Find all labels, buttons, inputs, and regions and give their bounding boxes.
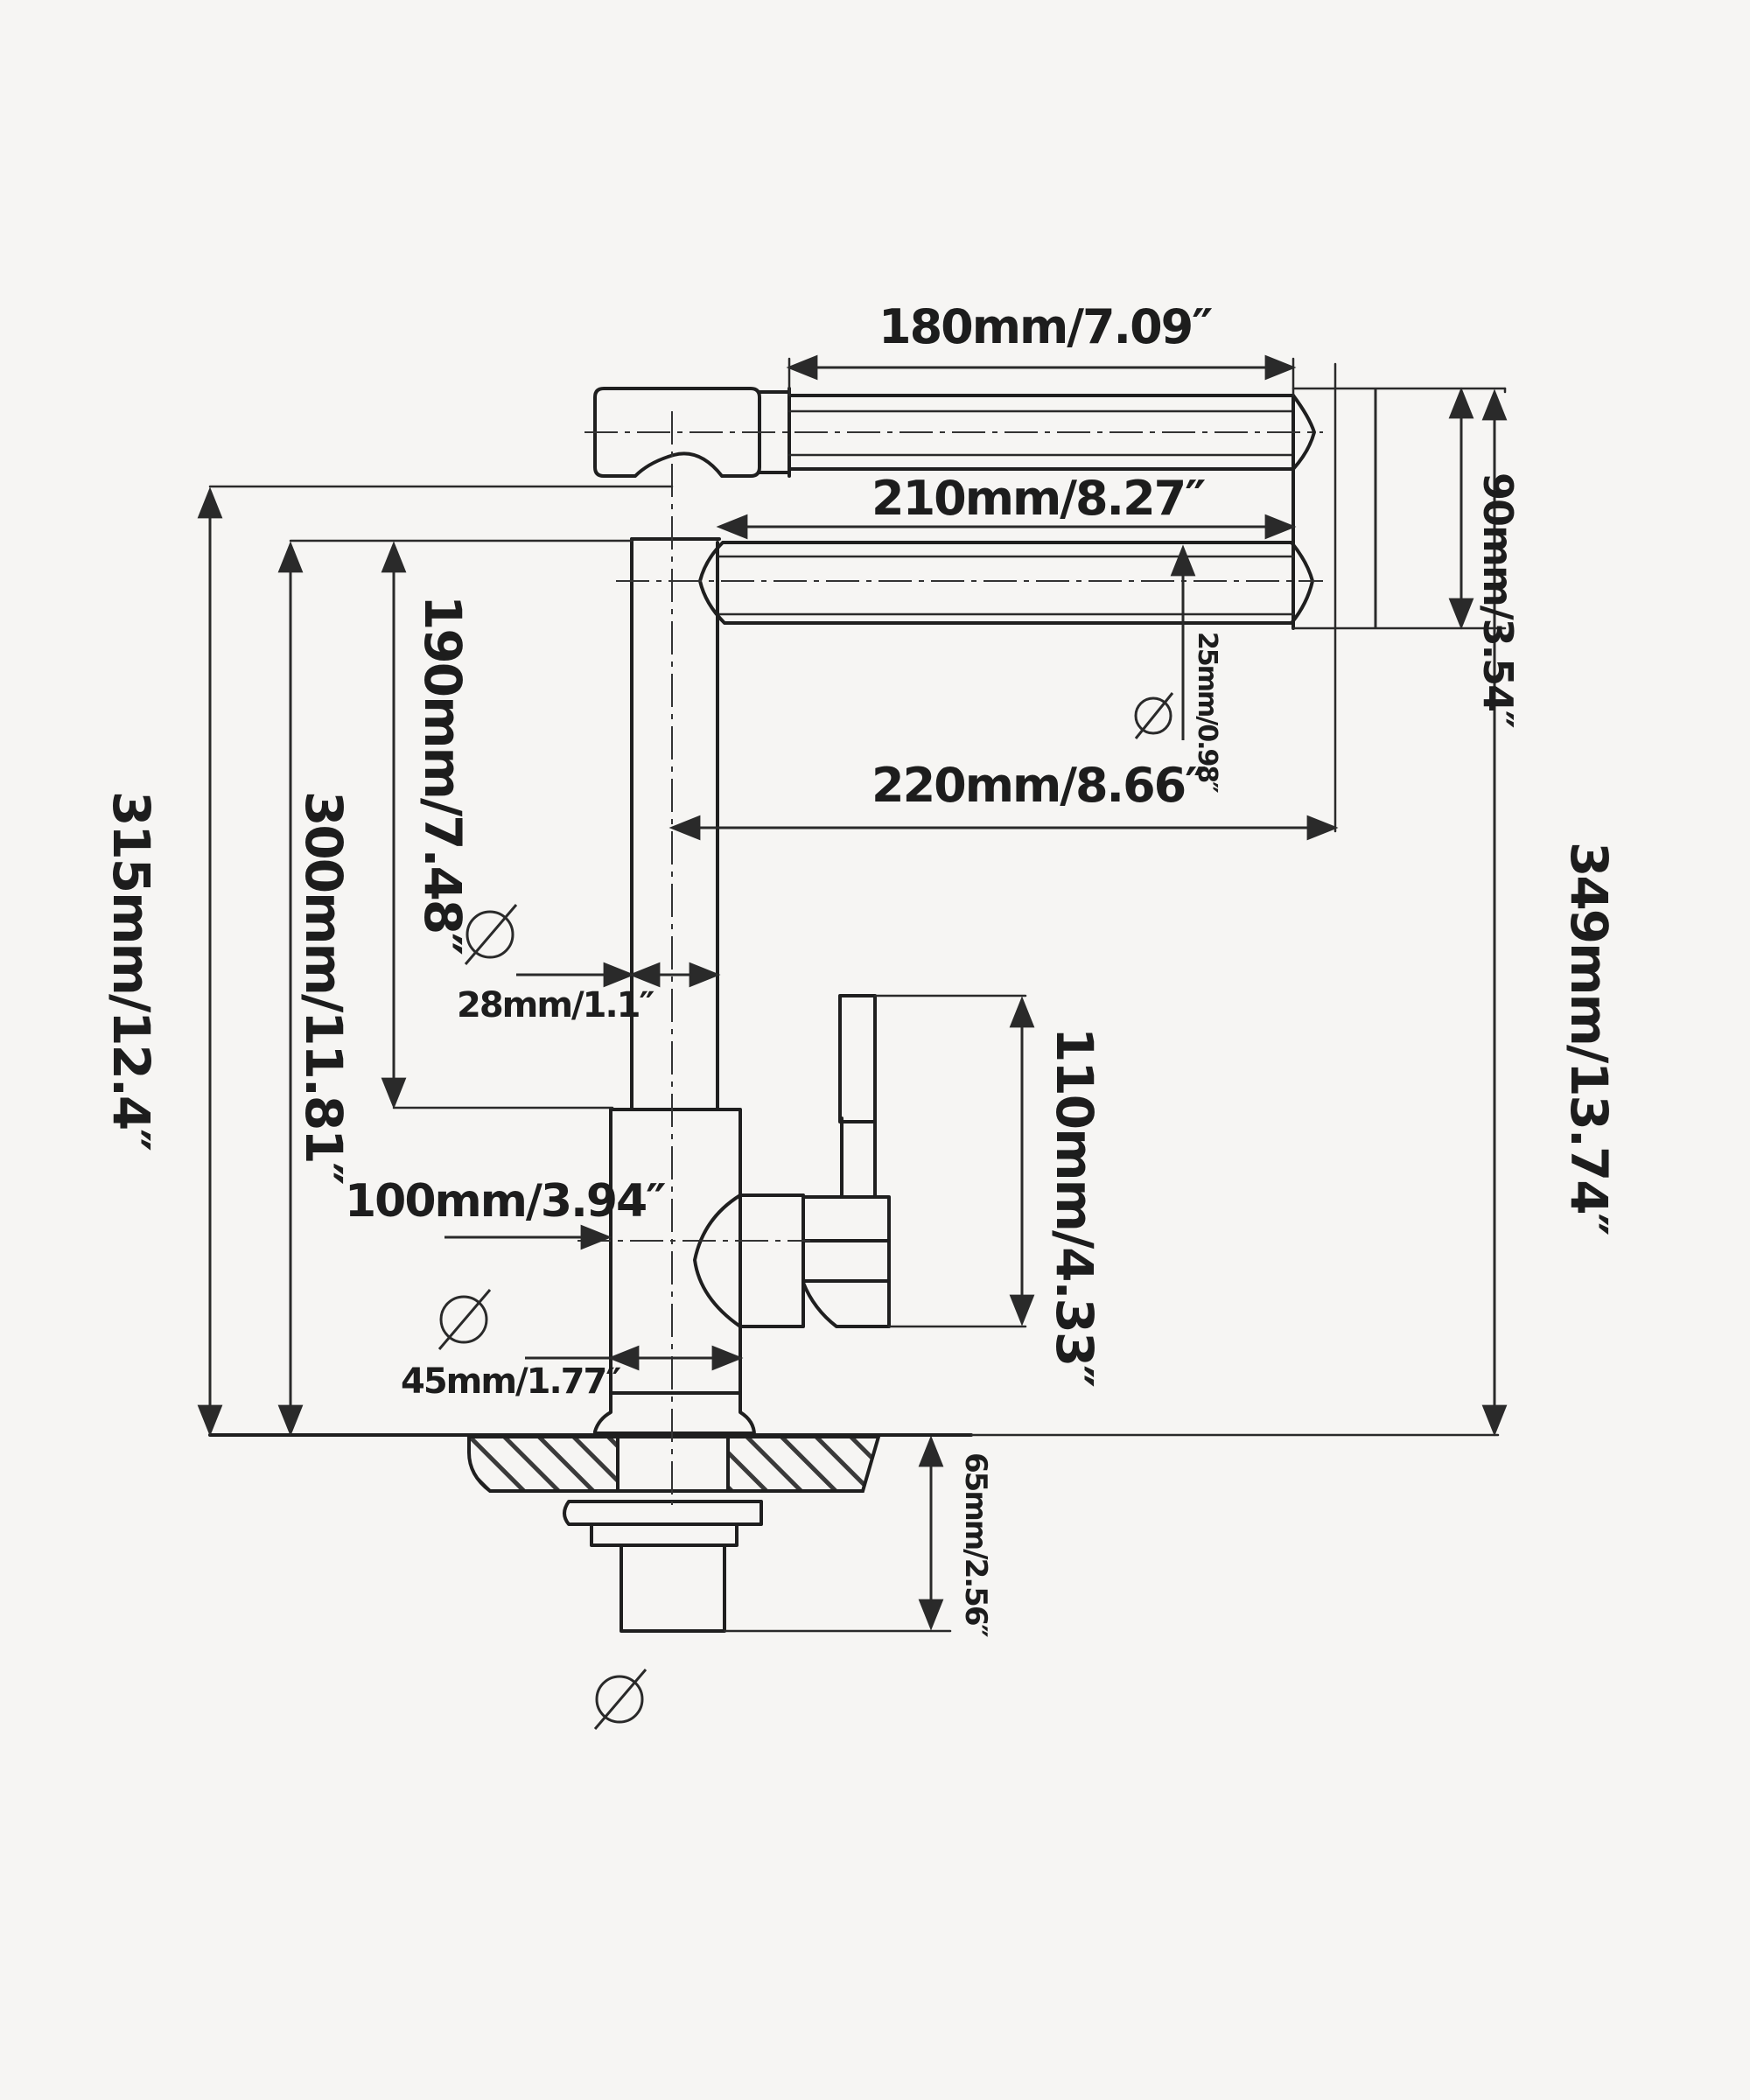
mid-spout-tube [698,541,1314,625]
label-28mm: 28mm/1.1″ [457,985,654,1026]
label-210mm: 210mm/8.27″ [872,471,1205,526]
label-349mm: 349mm/13.74″ [1559,842,1619,1236]
label-220mm: 220mm/8.66″ [872,758,1205,813]
diameter-symbol-body [438,1289,492,1350]
label-65mm: 65mm/2.56″ [958,1452,993,1637]
diameter-symbol-shank [593,1669,648,1730]
label-180mm: 180mm/7.09″ [878,299,1212,354]
mixer-body [609,1108,742,1395]
dimension-lines [197,354,1508,1633]
label-190mm: 190mm/7.48″ [413,595,472,955]
label-45mm: 45mm/1.77″ [401,1362,620,1402]
label-100mm: 100mm/3.94″ [345,1175,665,1228]
label-25mm: 25mm/0.98″ [1192,632,1222,793]
center-lines [578,411,1323,1505]
dimension-labels: 180mm/7.09″ 210mm/8.27″ 220mm/8.66″ 90mm… [102,299,1619,1637]
mounting-washer [563,1500,763,1526]
lever-stem [840,1116,877,1199]
top-spout-tube [788,394,1316,471]
lever-handle [802,1195,891,1328]
mounting-nut [590,1522,738,1547]
label-110mm: 110mm/4.33″ [1045,1027,1104,1387]
top-spout-head [593,387,761,478]
diameter-symbols [438,692,1174,1730]
diameter-symbol-spout [1134,692,1174,739]
label-90mm: 90mm/3.54″ [1474,472,1522,728]
label-315mm: 315mm/12.4″ [102,791,161,1151]
lever-base [693,1194,805,1328]
lever-top [838,994,877,1124]
label-300mm: 300mm/11.81″ [294,791,354,1185]
faucet-outline [208,387,1316,1633]
diameter-symbol-column [464,904,518,965]
shank [620,1544,726,1633]
